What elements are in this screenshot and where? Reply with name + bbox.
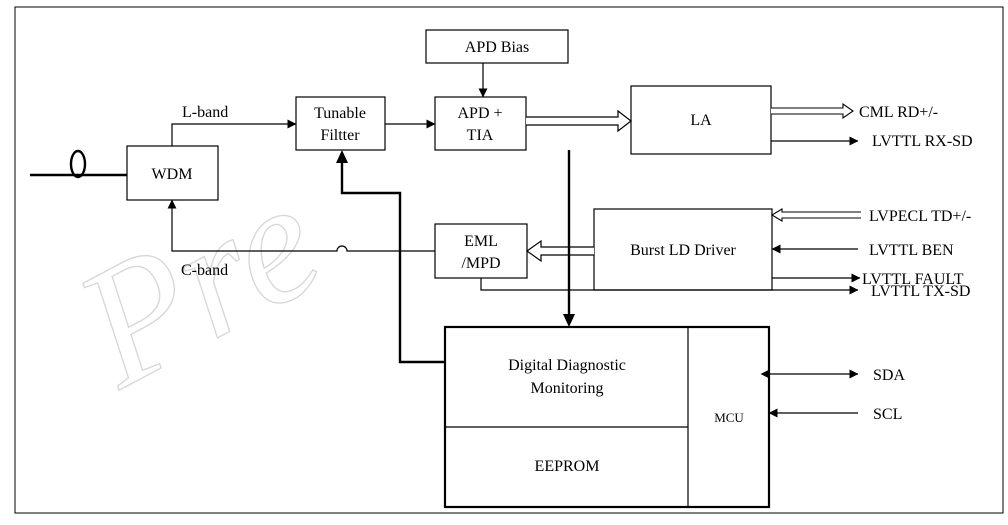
la-label: LA [690, 112, 712, 129]
burst-ld-driver-label: Burst LD Driver [630, 242, 736, 259]
wdm-label: WDM [152, 166, 193, 183]
apd-tia-label-1: APD + [457, 105, 502, 122]
driver-to-eml-hollow-arrow [525, 239, 594, 263]
l-band-connection: L-band [171, 104, 297, 146]
apd-tia-block: APD + TIA [434, 96, 527, 151]
apd-bias-label: APD Bias [465, 39, 529, 56]
ld-driver-io: LVPECL TD+/- LVTTL BEN LVTTL FAULT [770, 208, 971, 288]
lvttl-tx-sd-label: LVTTL TX-SD [871, 283, 970, 300]
tunable-filter-label-2: Filtter [320, 127, 360, 144]
lvpecl-td-label: LVPECL TD+/- [869, 208, 971, 225]
eeprom-label: EEPROM [535, 458, 600, 475]
tunable-filter-label-1: Tunable [314, 105, 366, 122]
c-band-label: C-band [181, 262, 228, 279]
scl-label: SCL [873, 406, 902, 423]
ddm-to-filter-arrow [340, 160, 445, 364]
eml-mpd-block: EML /MPD [434, 223, 528, 279]
ddm-label-2: Monitoring [531, 380, 604, 397]
outer-frame [14, 6, 1004, 514]
burst-ld-driver-block: Burst LD Driver [593, 208, 773, 291]
apd-bias-block: APD Bias [425, 29, 569, 64]
apd-to-la-hollow-arrow [526, 109, 632, 133]
mcu-label: MCU [714, 410, 744, 425]
tunable-filter-block: Tunable Filtter [295, 96, 386, 151]
fiber-input [30, 149, 127, 179]
eml-mpd-label-2: /MPD [461, 255, 500, 272]
la-block: LA [630, 85, 772, 155]
c-band-connection: C-band [167, 199, 435, 279]
sda-label: SDA [873, 367, 905, 384]
l-band-label: L-band [182, 104, 228, 121]
apd-tia-label-2: TIA [467, 127, 494, 144]
mcu-i2c: SDA SCL [760, 367, 905, 423]
cml-rd-label: CML RD+/- [859, 104, 938, 121]
tx-sd-connection: LVTTL TX-SD [480, 278, 970, 300]
ddm-label-1: Digital Diagnostic [508, 357, 626, 374]
lvttl-rx-sd-label: LVTTL RX-SD [872, 133, 973, 150]
eml-mpd-label-1: EML [464, 233, 498, 250]
wdm-block: WDM [126, 145, 219, 201]
lvttl-ben-label: LVTTL BEN [869, 242, 954, 259]
la-outputs: CML RD+/- LVTTL RX-SD [771, 102, 973, 150]
ddm-eeprom-mcu-block: Digital Diagnostic Monitoring EEPROM MCU [443, 325, 771, 509]
lvttl-fault-label: LVTTL FAULT [862, 271, 964, 288]
